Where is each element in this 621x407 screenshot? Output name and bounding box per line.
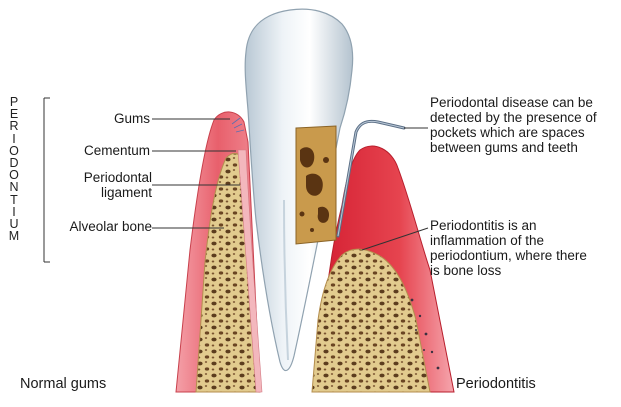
periodontitis-caption: Periodontitis bbox=[456, 376, 536, 392]
periodontium-letter: N bbox=[6, 181, 22, 193]
periodontal-ligament-label: Periodontal ligament bbox=[60, 170, 152, 200]
gums-label: Gums bbox=[70, 111, 150, 126]
periodontium-letter: R bbox=[6, 120, 22, 132]
periodontium-bracket bbox=[44, 98, 50, 262]
periodontitis-note: Periodontitis is an inflammation of the … bbox=[430, 218, 600, 278]
periodontium-letter: I bbox=[6, 133, 22, 145]
alveolar-bone-label: Alveolar bone bbox=[60, 219, 152, 234]
normal-gums-caption: Normal gums bbox=[20, 376, 106, 392]
pockets-note: Periodontal disease can be detected by t… bbox=[430, 95, 600, 155]
cementum-label: Cementum bbox=[60, 143, 150, 158]
periodontium-letter: T bbox=[6, 194, 22, 206]
periodontium-letter: M bbox=[6, 230, 22, 242]
